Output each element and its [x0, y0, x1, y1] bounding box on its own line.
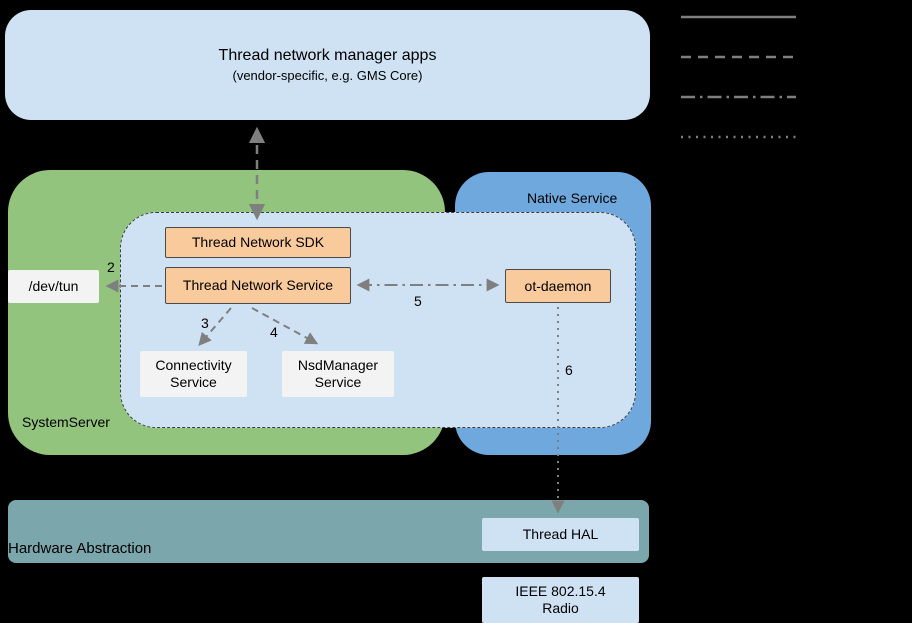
system-server-label: SystemServer: [22, 414, 110, 430]
dev-tun-node: /dev/tun: [8, 270, 99, 303]
nsdmanager-service-node: NsdManager Service: [282, 351, 394, 397]
thread-hal-node: Thread HAL: [482, 518, 639, 551]
thread-manager-apps-title: Thread network manager apps: [218, 47, 437, 64]
edge-label-5: 5: [414, 293, 422, 309]
edge-label-2: 2: [107, 259, 115, 275]
ieee-radio-line2: Radio: [542, 600, 579, 616]
ot-daemon-node: ot-daemon: [505, 269, 611, 303]
thread-network-service-node: Thread Network Service: [165, 267, 351, 304]
thread-manager-apps-box: Thread network manager apps (vendor-spec…: [5, 10, 650, 120]
thread-manager-apps-subtitle: (vendor-specific, e.g. GMS Core): [232, 68, 423, 83]
edge-label-4: 4: [270, 324, 278, 340]
thread-network-sdk-node: Thread Network SDK: [165, 227, 351, 258]
edge-label-6: 6: [565, 362, 573, 378]
native-service-label: Native Service: [527, 190, 618, 206]
edge-label-3: 3: [201, 315, 209, 331]
ieee-radio-node: IEEE 802.15.4 Radio: [482, 577, 639, 623]
hardware-abstraction-label: Hardware Abstraction: [8, 540, 152, 557]
connectivity-service-node: Connectivity Service: [140, 351, 247, 397]
ieee-radio-line1: IEEE 802.15.4: [515, 583, 606, 599]
